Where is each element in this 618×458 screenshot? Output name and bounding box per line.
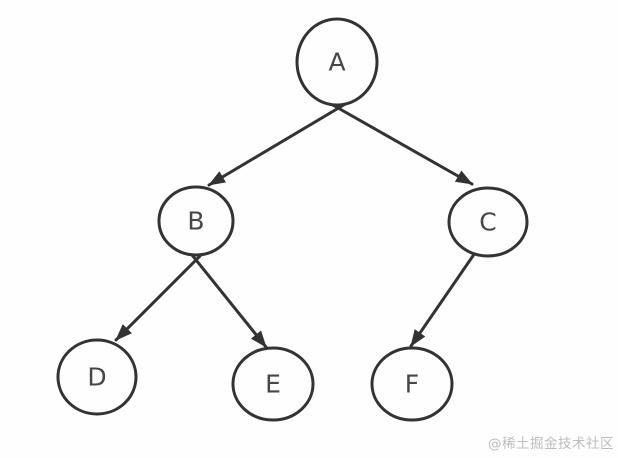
edge-B-E [186, 248, 268, 349]
edge-A-B [207, 98, 354, 187]
edge-A-C [322, 98, 474, 186]
node-circle-E [231, 346, 315, 422]
edge-C-F [409, 248, 479, 348]
node-label-E: E [265, 370, 281, 399]
node-circle-D [56, 338, 138, 416]
node-label-C: C [479, 208, 496, 237]
node-F: F [370, 346, 454, 422]
node-B: B [157, 185, 235, 257]
node-circle-A [295, 17, 379, 107]
node-label-D: D [87, 363, 106, 392]
edge-B-D [114, 248, 208, 342]
node-A: A [295, 17, 379, 107]
node-label-B: B [187, 207, 204, 236]
node-circle-B [157, 185, 235, 257]
node-label-A: A [328, 48, 345, 77]
node-D: D [56, 338, 138, 416]
node-circle-C [447, 186, 529, 258]
node-C: C [447, 186, 529, 258]
node-E: E [231, 346, 315, 422]
node-label-F: F [405, 370, 419, 399]
node-circle-F [370, 346, 454, 422]
watermark: @稀土掘金技术社区 [488, 436, 614, 452]
